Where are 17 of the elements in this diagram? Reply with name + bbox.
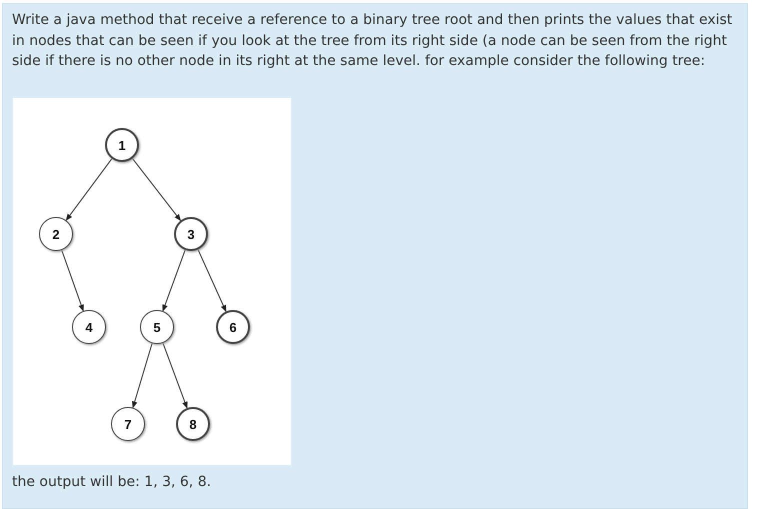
arrow [66, 158, 112, 221]
tree-node-circle: 3 [174, 217, 208, 251]
tree-node-circle: 5 [140, 310, 174, 344]
tree-node-circle: 7 [111, 407, 145, 441]
tree-node-circle: 6 [216, 310, 250, 344]
arrow [198, 249, 226, 312]
arrow [162, 249, 186, 312]
arrow [132, 158, 182, 222]
answer-text: the output will be: 1, 3, 6, 8. [12, 473, 212, 492]
arrow [61, 250, 84, 312]
tree-node-circle: 8 [176, 407, 210, 441]
tree-node-circle: 2 [39, 217, 73, 251]
tree-node-circle: 1 [105, 128, 139, 162]
arrow [162, 342, 188, 409]
arrow [132, 342, 153, 408]
tree-node-circle: 4 [72, 310, 106, 344]
question-text: Write a java method that receive a reference to a binary tree root and then prints the values that exist in nodes that can be seen if you look at the tree from its right side (a node can be seen from the right side if there is no other node in its right at the same level. for example consider the following tree: [12, 11, 734, 71]
